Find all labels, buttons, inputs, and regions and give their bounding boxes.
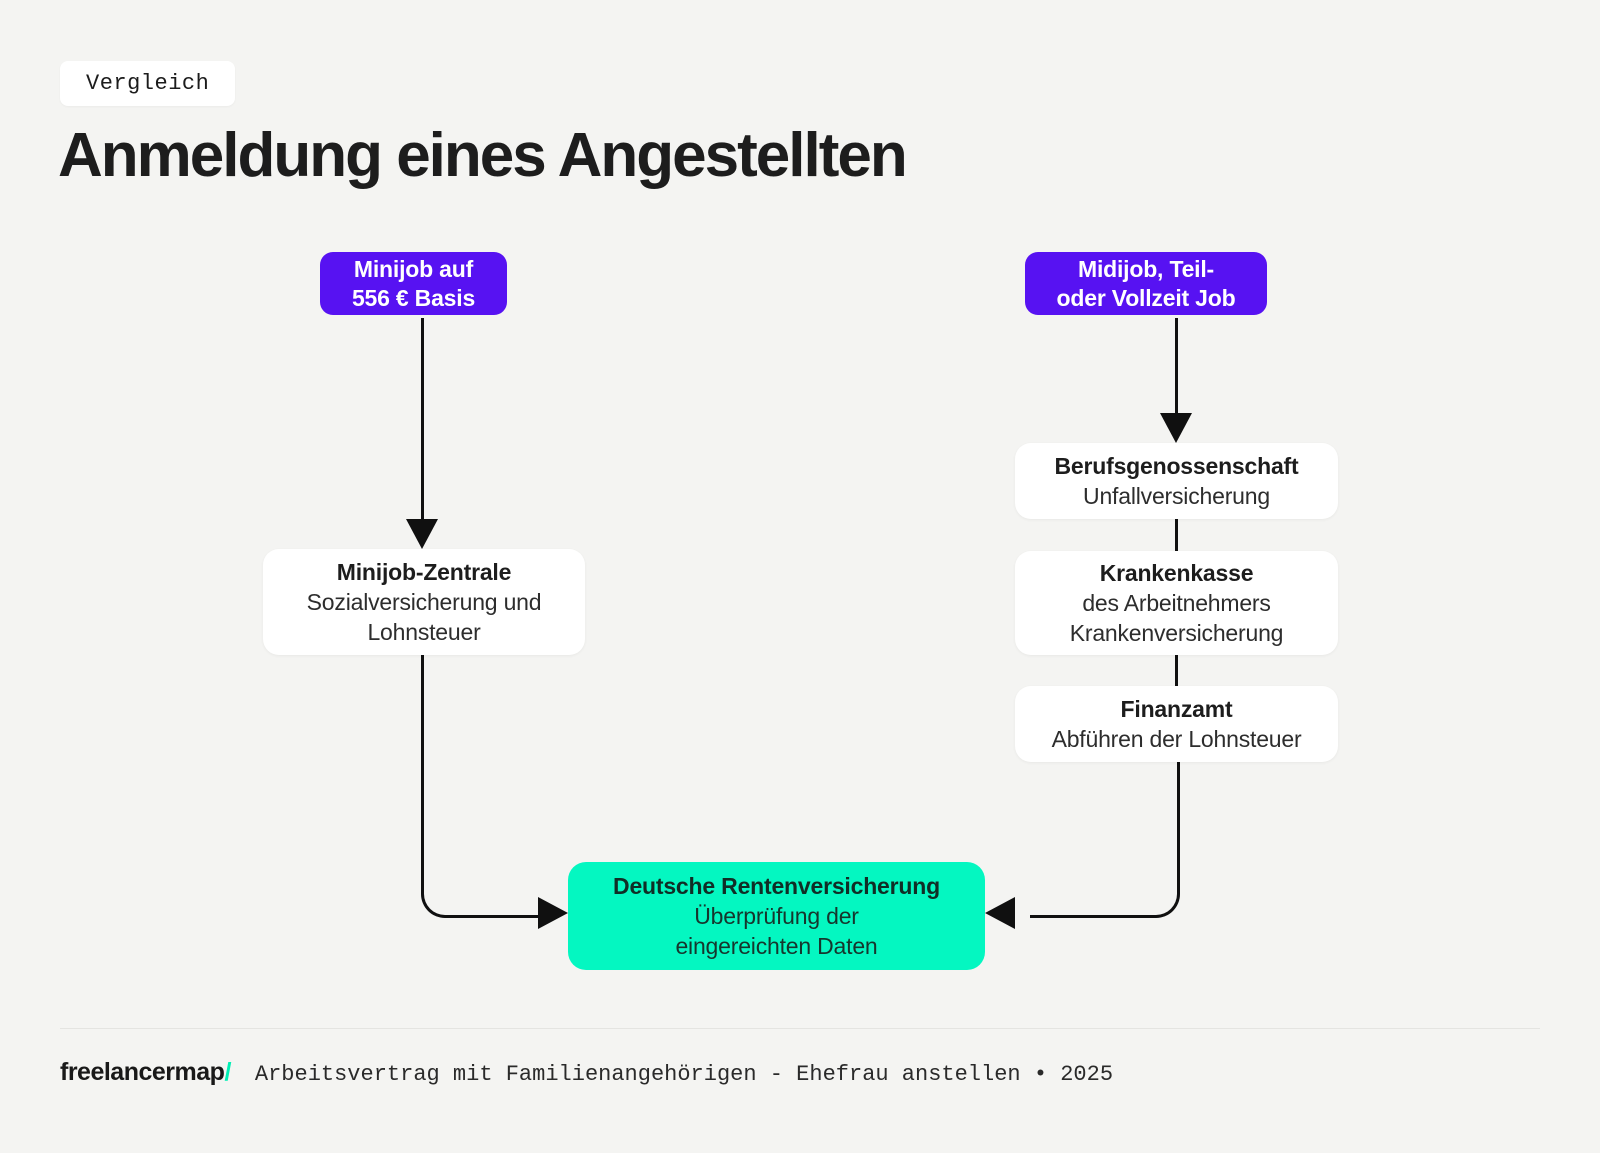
arrow-right-icon xyxy=(538,897,568,929)
node-krankenkasse-subtitle: des Arbeitnehmers Krankenversicherung xyxy=(1069,590,1284,646)
node-midijob-start-line1: Midijob, Teil- xyxy=(1077,255,1215,282)
footer-divider xyxy=(60,1028,1540,1029)
connector-left-elbow xyxy=(421,655,548,918)
node-minijob-start: Minijob auf 556 € Basis xyxy=(320,252,507,315)
freelancermap-logo: freelancermap/ xyxy=(60,1058,231,1087)
arrow-left-icon xyxy=(985,897,1015,929)
node-finanzamt-subtitle: Abführen der Lohnsteuer xyxy=(1051,726,1302,752)
node-berufsgenossenschaft-title: Berufsgenossenschaft xyxy=(1054,453,1299,479)
node-rentenversicherung-subtitle: Überprüfung der eingereichten Daten xyxy=(675,903,878,959)
node-midijob-start: Midijob, Teil- oder Vollzeit Job xyxy=(1025,252,1267,315)
logo-slash-icon: / xyxy=(224,1058,231,1086)
node-midijob-start-line2: oder Vollzeit Job xyxy=(1056,284,1236,311)
node-minijob-zentrale-subtitle: Sozialversicherung und Lohnsteuer xyxy=(306,589,542,645)
arrow-down-right-icon xyxy=(1160,413,1192,443)
node-minijob-zentrale-title: Minijob-Zentrale xyxy=(336,559,512,585)
node-rentenversicherung-title: Deutsche Rentenversicherung xyxy=(613,873,940,899)
footer-caption: Arbeitsvertrag mit Familienangehörigen -… xyxy=(254,1062,1114,1087)
category-badge: Vergleich xyxy=(60,61,236,106)
connector-right-vertical-2 xyxy=(1175,519,1178,551)
connector-right-vertical-3 xyxy=(1175,655,1178,686)
node-minijob-start-line1: Minijob auf xyxy=(353,255,474,282)
connector-left-vertical xyxy=(421,318,424,521)
node-minijob-zentrale: Minijob-Zentrale Sozialversicherung und … xyxy=(263,549,585,655)
footer: freelancermap/ Arbeitsvertrag mit Famili… xyxy=(60,1058,1113,1087)
node-finanzamt: Finanzamt Abführen der Lohnsteuer xyxy=(1015,686,1338,762)
node-finanzamt-title: Finanzamt xyxy=(1120,696,1233,722)
node-berufsgenossenschaft: Berufsgenossenschaft Unfallversicherung xyxy=(1015,443,1338,519)
connector-right-vertical-1 xyxy=(1175,318,1178,413)
connector-right-elbow xyxy=(1030,762,1180,918)
category-badge-label: Vergleich xyxy=(86,71,210,96)
page-title: Anmeldung eines Angestellten xyxy=(58,121,908,190)
node-deutsche-rentenversicherung: Deutsche Rentenversicherung Überprüfung … xyxy=(568,862,985,970)
node-krankenkasse: Krankenkasse des Arbeitnehmers Krankenve… xyxy=(1015,551,1338,655)
node-berufsgenossenschaft-subtitle: Unfallversicherung xyxy=(1083,483,1270,509)
arrow-down-left-icon xyxy=(406,519,438,549)
node-minijob-start-line2: 556 € Basis xyxy=(351,284,476,311)
logo-wordmark: freelancermap xyxy=(60,1058,225,1086)
node-krankenkasse-title: Krankenkasse xyxy=(1099,560,1254,586)
